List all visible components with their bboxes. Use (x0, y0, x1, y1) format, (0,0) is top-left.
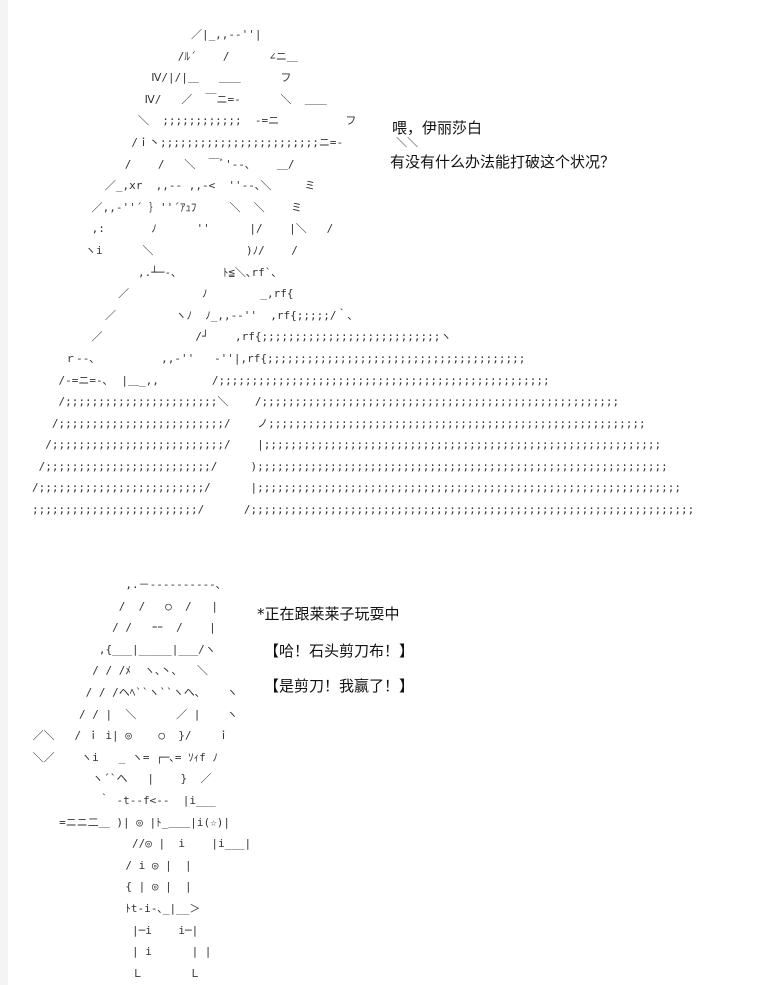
dialogue-line-call: 喂，伊丽莎白 (392, 119, 483, 137)
ascii-art-character-two: ,.－‐‐‐‐‐‐‐‐‐‐､ / / ○ / | / / ｰｰ / | ,{__… (32, 578, 252, 980)
dialogue-line-rps: 【哈！石头剪刀布！】 (264, 642, 415, 660)
dialogue-line-win: 【是剪刀！我赢了！】 (264, 677, 415, 695)
page-canvas: ／|_,,-‐''| /ﾙ´ / ∠ニ＿ Ⅳ/|/|＿ ＿＿ フ Ⅳ/ ／ ￣ニ… (8, 0, 778, 985)
dialogue-line-question: 有没有什么办法能打破这个状况？ (390, 153, 616, 171)
narration-line: *正在跟莱莱子玩耍中 (257, 605, 400, 623)
ascii-art-character-one: ／|_,,-‐''| /ﾙ´ / ∠ニ＿ Ⅳ/|/|＿ ＿＿ フ Ⅳ/ ／ ￣ニ… (32, 28, 695, 517)
